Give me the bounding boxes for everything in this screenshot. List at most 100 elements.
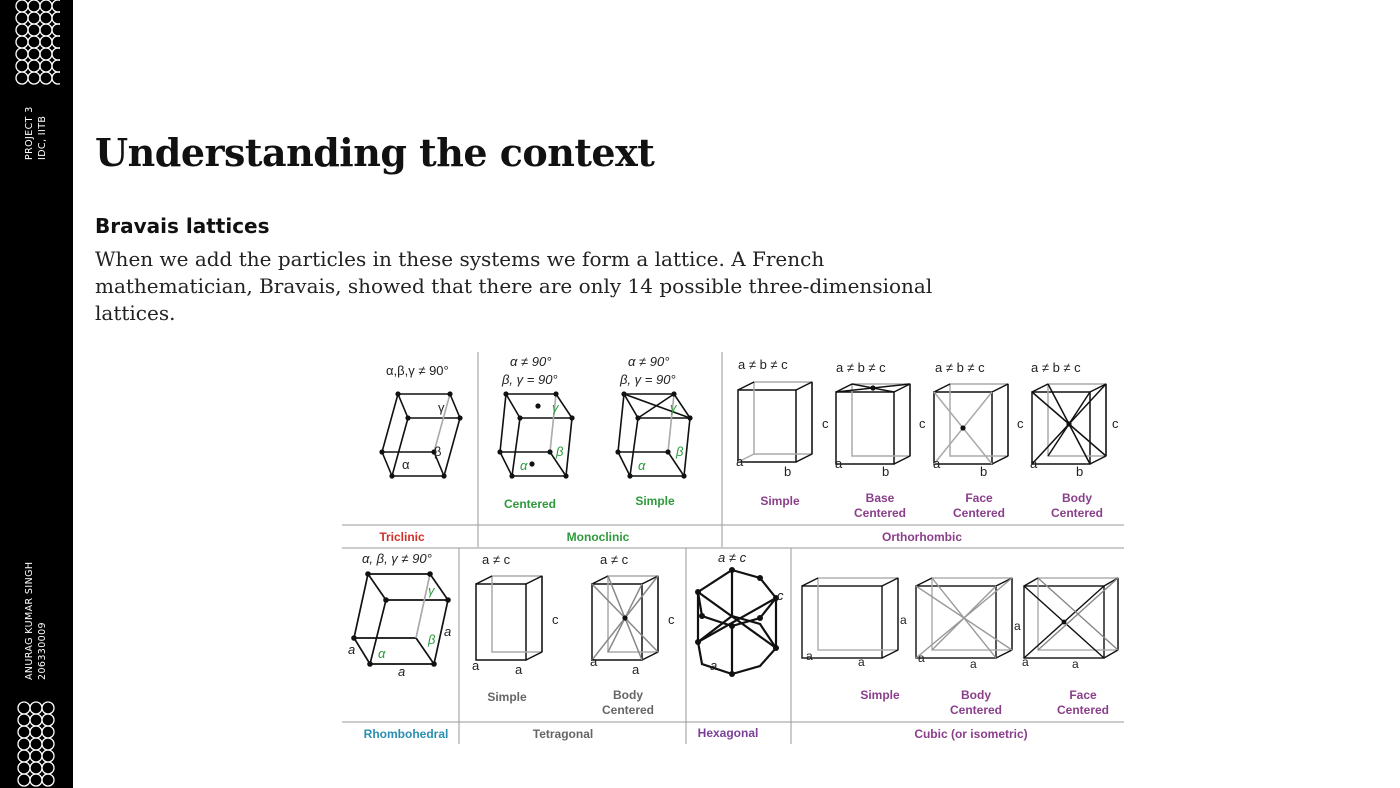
ortho-body-a: a	[1030, 456, 1038, 471]
orthorhombic-simple-condition: a ≠ b ≠ c	[738, 357, 788, 372]
ortho-body-c: c	[1112, 416, 1119, 431]
monoclinic-simple-gamma: γ	[670, 400, 678, 415]
tetragonal-simple-a2: a	[515, 662, 523, 677]
system-orthorhombic: Orthorhombic	[882, 530, 962, 544]
body-paragraph: When we add the particles in these syste…	[95, 247, 933, 325]
hexagonal-cell	[695, 567, 779, 677]
ortho-face-b: b	[980, 464, 987, 479]
orthorhombic-base-condition: a ≠ b ≠ c	[836, 360, 886, 375]
cubic-body-label-1: Body	[961, 688, 991, 702]
cubic-body-a-right: a	[1014, 619, 1021, 633]
orthorhombic-body-label-1: Body	[1062, 491, 1092, 505]
cubic-body-a-bottom: a	[970, 657, 977, 671]
tetragonal-body-cell	[591, 575, 659, 661]
orthorhombic-simple-label: Simple	[760, 494, 800, 508]
triclinic-beta-label: β	[434, 444, 441, 459]
triclinic-condition: α,β,γ ≠ 90°	[386, 363, 449, 378]
system-triclinic: Triclinic	[379, 530, 425, 544]
tetragonal-simple-condition: a ≠ c	[482, 552, 511, 567]
tetragonal-body-condition: a ≠ c	[600, 552, 629, 567]
cubic-face-a-left: a	[1022, 655, 1029, 669]
tetragonal-body-label-2: Centered	[602, 703, 654, 717]
monoclinic-centered-gamma: γ	[552, 400, 560, 415]
system-rhombohedral: Rhombohedral	[364, 727, 449, 741]
orthorhombic-face-label-1: Face	[965, 491, 993, 505]
tetragonal-body-a1: a	[590, 654, 598, 669]
orthorhombic-face-condition: a ≠ b ≠ c	[935, 360, 985, 375]
orthorhombic-body-condition: a ≠ b ≠ c	[1031, 360, 1081, 375]
orthorhombic-face-cell	[933, 383, 1009, 465]
tetragonal-body-a2: a	[632, 662, 640, 677]
cubic-body-a-left: a	[918, 651, 925, 665]
ortho-base-a: a	[835, 456, 843, 471]
rhombohedral-cell	[351, 571, 451, 667]
cubic-simple-a-right: a	[900, 613, 907, 627]
system-cubic: Cubic (or isometric)	[914, 727, 1027, 741]
sidebar-author-name: ANURAG KUMAR SINGH	[24, 561, 35, 680]
rhombohedral-a-bottom: a	[398, 664, 405, 679]
monoclinic-centered-alpha: α	[520, 458, 528, 473]
ortho-simple-b: b	[784, 464, 791, 479]
rhombohedral-beta: β	[427, 632, 436, 647]
monoclinic-centered-beta: β	[555, 444, 564, 459]
cubic-simple-label: Simple	[860, 688, 900, 702]
page-title: Understanding the context	[95, 130, 655, 175]
sidebar-institute: IDC, IITB	[37, 115, 48, 160]
cubic-face-label-2: Centered	[1057, 703, 1109, 717]
hexagonal-condition: a ≠ c	[718, 550, 747, 565]
ortho-simple-c: c	[822, 416, 829, 431]
rhombohedral-gamma: γ	[428, 583, 436, 598]
monoclinic-simple-condition-1: α ≠ 90°	[628, 354, 669, 369]
monoclinic-simple-cell	[615, 391, 693, 479]
monoclinic-simple-condition-2: β, γ = 90°	[619, 372, 676, 387]
circle-pattern-bottom	[14, 700, 60, 788]
triclinic-gamma-label: γ	[438, 400, 445, 415]
ortho-base-b: b	[882, 464, 889, 479]
cubic-body-cell	[915, 577, 1013, 659]
cubic-simple-a-left: a	[806, 649, 813, 663]
orthorhombic-base-cell	[835, 383, 911, 465]
monoclinic-centered-label: Centered	[504, 497, 556, 511]
system-tetragonal: Tetragonal	[533, 727, 593, 741]
orthorhombic-face-label-2: Centered	[953, 506, 1005, 520]
ortho-body-b: b	[1076, 464, 1083, 479]
monoclinic-centered-cell	[497, 391, 575, 479]
ortho-face-c: c	[1017, 416, 1024, 431]
monoclinic-centered-condition-1: α ≠ 90°	[510, 354, 551, 369]
tetragonal-body-c: c	[668, 612, 675, 627]
orthorhombic-body-cell	[1031, 383, 1107, 465]
rhombohedral-condition: α, β, γ ≠ 90°	[362, 551, 432, 566]
hexagonal-a: a	[710, 658, 717, 673]
triclinic-cell	[379, 391, 463, 479]
orthorhombic-simple-cell	[737, 381, 813, 463]
tetragonal-simple-cell	[475, 575, 543, 661]
orthorhombic-body-label-2: Centered	[1051, 506, 1103, 520]
cubic-simple-a-bottom: a	[858, 655, 865, 669]
orthorhombic-base-label-1: Base	[866, 491, 895, 505]
ortho-face-a: a	[933, 456, 941, 471]
cubic-face-label-1: Face	[1069, 688, 1097, 702]
section-subtitle: Bravais lattices	[95, 214, 270, 238]
sidebar-author-label: ANURAG KUMAR SINGH 206330009	[23, 562, 49, 680]
tetragonal-simple-label: Simple	[487, 690, 527, 704]
monoclinic-centered-condition-2: β, γ = 90°	[501, 372, 558, 387]
system-monoclinic: Monoclinic	[567, 530, 630, 544]
cubic-body-label-2: Centered	[950, 703, 1002, 717]
cubic-face-a-bottom: a	[1072, 657, 1079, 671]
sidebar: PROJECT 3 IDC, IITB ANURAG KUMAR SINGH 2…	[0, 0, 73, 788]
tetragonal-simple-c: c	[552, 612, 559, 627]
bravais-lattices-figure: α,β,γ ≠ 90° α ≠ 90° β, γ = 90° α ≠ 90° β…	[342, 352, 1124, 744]
hexagonal-c: c	[777, 588, 784, 603]
sidebar-author-id: 206330009	[37, 622, 48, 680]
rhombohedral-a-left: a	[348, 642, 355, 657]
triclinic-alpha-label: α	[402, 457, 410, 472]
ortho-simple-a: a	[736, 454, 744, 469]
rhombohedral-a-right: a	[444, 624, 451, 639]
tetragonal-simple-a1: a	[472, 658, 480, 673]
rhombohedral-alpha: α	[378, 646, 386, 661]
sidebar-project-name: PROJECT 3	[24, 106, 35, 160]
tetragonal-body-label-1: Body	[613, 688, 643, 702]
ortho-base-c: c	[919, 416, 926, 431]
sidebar-project-label: PROJECT 3 IDC, IITB	[23, 106, 49, 160]
monoclinic-simple-alpha: α	[638, 458, 646, 473]
